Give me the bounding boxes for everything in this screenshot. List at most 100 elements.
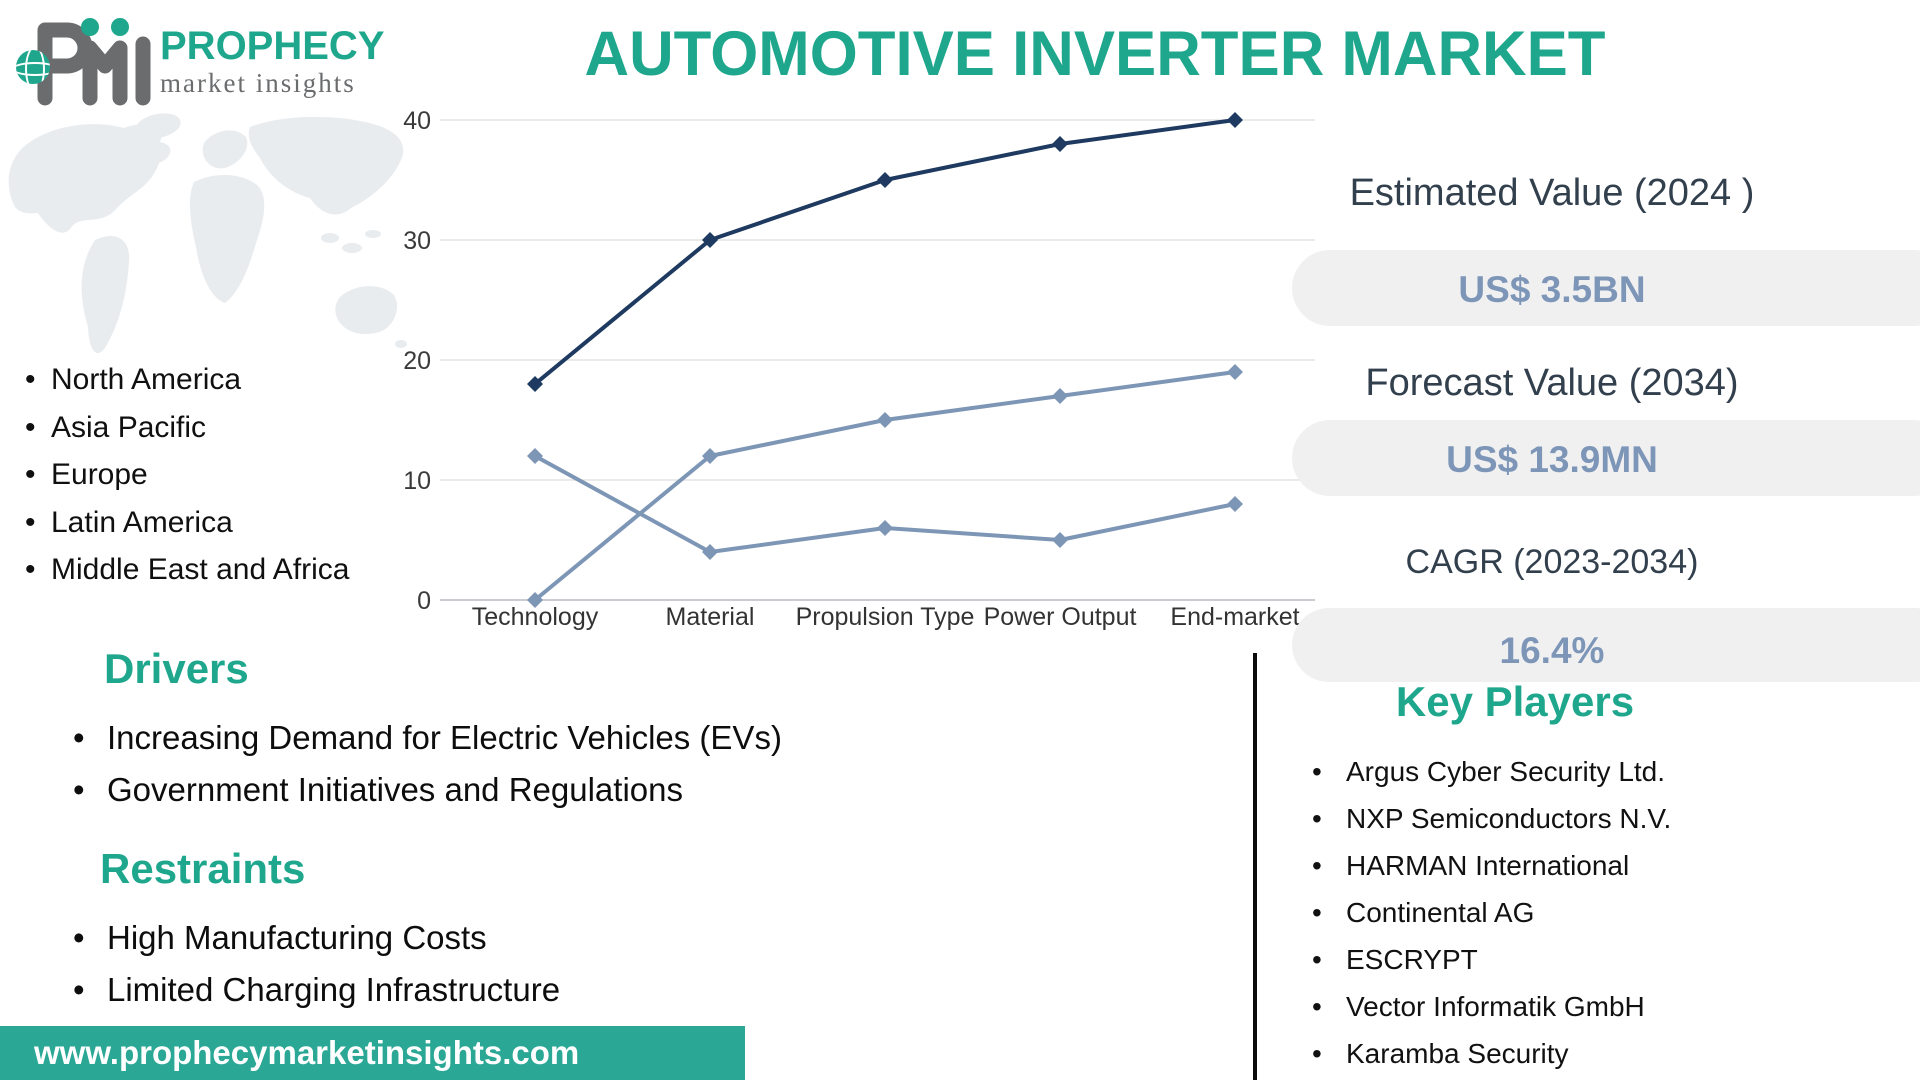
diamond-marker xyxy=(702,448,718,464)
list-item: • Argus Cyber Security Ltd. xyxy=(1312,748,1671,795)
restraint-label: High Manufacturing Costs xyxy=(107,919,487,956)
list-item: • Europe xyxy=(25,451,350,499)
bullet-icon: • xyxy=(1312,850,1322,881)
logo-text: PROPHECY market insights xyxy=(160,26,385,97)
diamond-marker xyxy=(702,544,718,560)
bullet-icon: • xyxy=(25,410,36,444)
list-item: • Government Initiatives and Regulations xyxy=(73,764,782,816)
diamond-marker xyxy=(877,520,893,536)
y-tick-label: 10 xyxy=(403,467,431,495)
bullet-icon: • xyxy=(73,719,85,756)
diamond-marker xyxy=(1052,136,1068,152)
vertical-divider xyxy=(1253,653,1257,1080)
estimated-value: US$ 3.5BN xyxy=(1458,269,1646,310)
globe-icon xyxy=(16,50,50,84)
region-label: Latin America xyxy=(51,505,233,539)
bullet-icon: • xyxy=(73,971,85,1008)
list-item: • NXP Semiconductors N.V. xyxy=(1312,795,1671,842)
series-steel-ascending-line xyxy=(533,370,1237,602)
bullet-icon: • xyxy=(1312,944,1322,975)
y-tick-label: 20 xyxy=(403,347,431,375)
bullet-icon: • xyxy=(25,505,36,539)
restraints-heading: Restraints xyxy=(100,845,306,892)
x-category-label: End-market xyxy=(1170,603,1299,631)
key-player-label: HARMAN International xyxy=(1346,850,1630,881)
driver-label: Government Initiatives and Regulations xyxy=(107,771,683,808)
driver-label: Increasing Demand for Electric Vehicles … xyxy=(107,719,782,756)
diamond-marker xyxy=(877,412,893,428)
stat-pill xyxy=(1292,420,1920,496)
bullet-icon: • xyxy=(73,919,85,956)
list-item: • ESCRYPT xyxy=(1312,936,1671,983)
restraint-label: Limited Charging Infrastructure xyxy=(107,971,561,1008)
region-label: Asia Pacific xyxy=(51,410,207,444)
list-item: • HARMAN International xyxy=(1312,842,1671,889)
y-tick-label: 40 xyxy=(403,107,431,135)
prophecy-logo: PROPHECY market insights xyxy=(12,6,385,106)
diamond-marker xyxy=(1052,388,1068,404)
x-category-label: Propulsion Type xyxy=(796,603,975,631)
key-player-label: Argus Cyber Security Ltd. xyxy=(1346,756,1666,787)
y-tick-label: 30 xyxy=(403,227,431,255)
diamond-marker xyxy=(527,592,543,608)
drivers-heading: Drivers xyxy=(104,645,249,692)
bullet-icon: • xyxy=(1312,1038,1322,1069)
diamond-marker xyxy=(1227,364,1243,380)
forecast-value-label: Forecast Value (2034) xyxy=(1365,362,1739,404)
bullet-icon: • xyxy=(25,363,36,396)
bullet-icon: • xyxy=(25,458,36,491)
logo-name: PROPHECY xyxy=(160,24,385,68)
bullet-icon: • xyxy=(25,553,36,586)
bullet-icon: • xyxy=(73,771,85,808)
diamond-marker xyxy=(527,448,543,464)
stat-pill xyxy=(1292,250,1920,326)
cagr-label: CAGR (2023-2034) xyxy=(1405,543,1699,581)
key-player-label: NXP Semiconductors N.V. xyxy=(1346,803,1672,834)
diamond-marker xyxy=(527,376,543,392)
estimated-value-label: Estimated Value (2024 ) xyxy=(1349,172,1755,214)
x-category-label: Power Output xyxy=(984,603,1137,631)
list-item: • Continental AG xyxy=(1312,889,1671,936)
stat-pill xyxy=(1292,608,1920,682)
y-tick-label: 0 xyxy=(417,587,431,615)
list-item: • High Manufacturing Costs xyxy=(73,912,560,964)
region-label: North America xyxy=(51,363,242,396)
page-title: AUTOMOTIVE INVERTER MARKET xyxy=(584,19,1606,89)
forecast-value: US$ 13.9MN xyxy=(1446,439,1658,480)
list-item: • North America xyxy=(25,356,350,404)
diamond-marker xyxy=(702,232,718,248)
cagr-value: 16.4% xyxy=(1499,630,1605,671)
diamond-marker xyxy=(1052,532,1068,548)
region-label: Middle East and Africa xyxy=(51,553,350,586)
diamond-marker xyxy=(1227,496,1243,512)
bullet-icon: • xyxy=(1312,756,1322,787)
list-item: • Middle East and Africa xyxy=(25,546,350,594)
world-map-background xyxy=(8,113,407,354)
series-steel-descending-line xyxy=(533,454,1237,554)
key-player-label: Vector Informatik GmbH xyxy=(1346,991,1645,1022)
key-players-heading: Key Players xyxy=(1395,678,1635,725)
list-item: • Asia Pacific xyxy=(25,404,350,452)
diamond-marker xyxy=(877,172,893,188)
bullet-icon: • xyxy=(1312,897,1322,928)
list-item: • Latin America xyxy=(25,499,350,547)
key-player-label: Continental AG xyxy=(1346,897,1535,928)
pmi-monogram-icon xyxy=(12,14,162,106)
website-link[interactable]: www.prophecymarketinsights.com xyxy=(0,1026,745,1080)
list-item: • Karamba Security xyxy=(1312,1030,1671,1077)
list-item: •Vector Informatik GmbH xyxy=(1312,983,1671,1030)
region-label: Europe xyxy=(51,458,148,491)
restraints-list: • High Manufacturing Costs • Limited Charg… xyxy=(73,912,560,1016)
key-player-label: ESCRYPT xyxy=(1346,944,1478,975)
logo-tagline: market insights xyxy=(160,68,356,98)
regions-list: • North America • Asia Pacific • Europe • La… xyxy=(25,356,350,594)
bullet-icon: • xyxy=(1312,803,1322,834)
series-navy-line xyxy=(533,118,1237,386)
key-players-list: • Argus Cyber Security Ltd. • NXP Semicond… xyxy=(1312,748,1671,1077)
drivers-list: • Increasing Demand for Electric Vehicles… xyxy=(73,712,782,816)
key-player-label: Karamba Security xyxy=(1346,1038,1569,1069)
x-category-label: Material xyxy=(666,603,755,631)
list-item: • Increasing Demand for Electric Vehicles… xyxy=(73,712,782,764)
